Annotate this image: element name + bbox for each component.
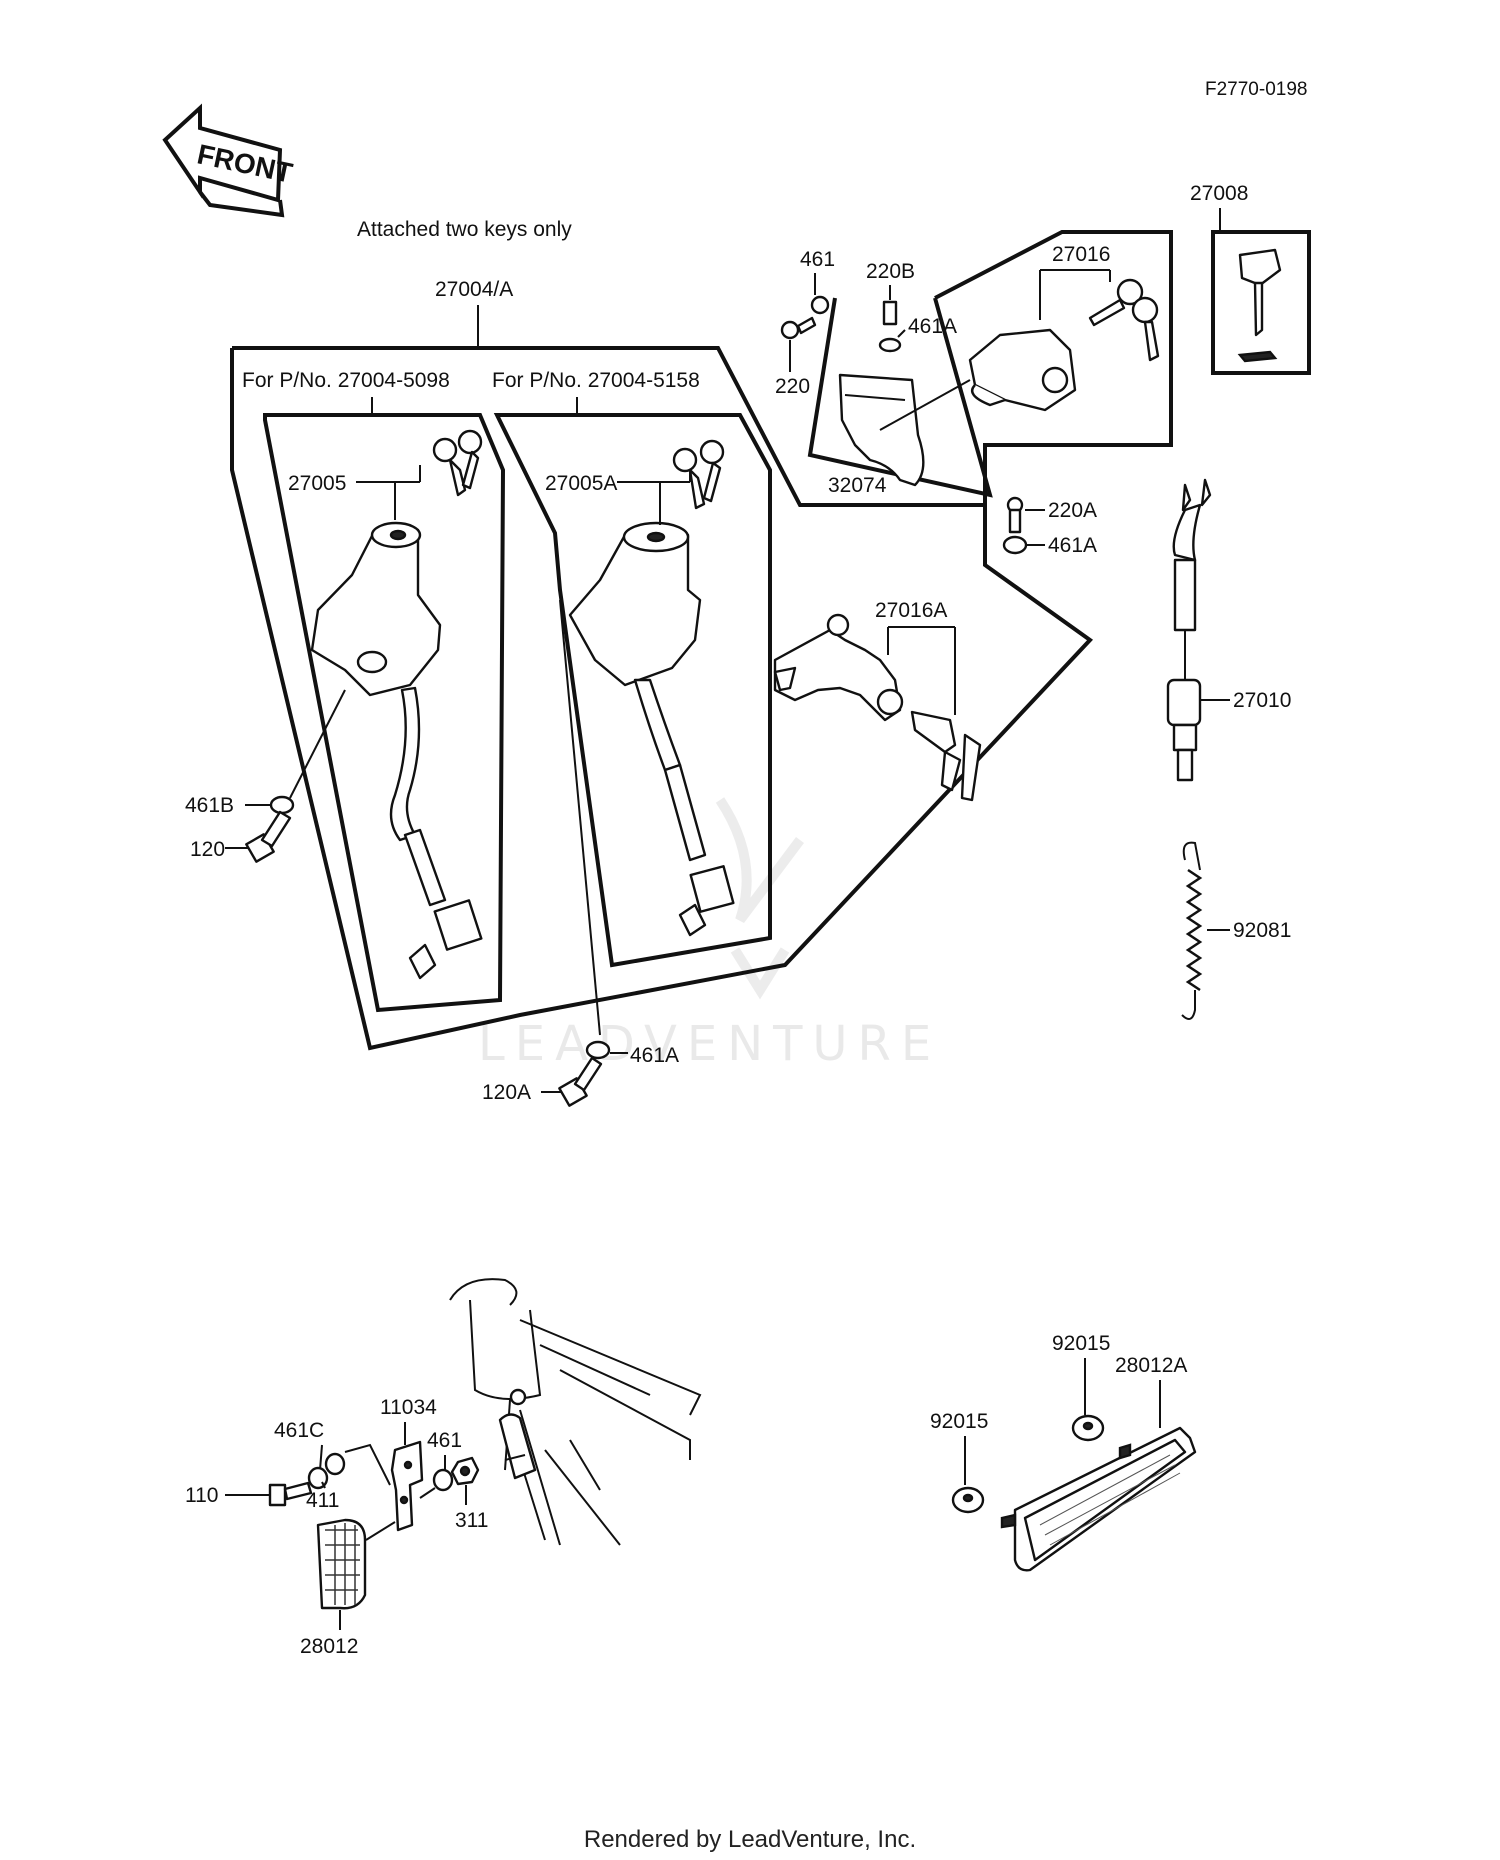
washer-461A-bottom [585,1040,611,1060]
bolt-120A [558,1056,603,1107]
label-110: 110 [185,1484,218,1507]
group-main-label: 27004/A [435,278,513,301]
label-27010: 27010 [1233,689,1291,712]
label-461A-mid: 461A [1048,534,1097,557]
label-120A: 120A [482,1081,531,1104]
screw-220B [882,300,898,326]
label-311: 311 [455,1509,488,1532]
watermark-logo [715,797,805,1000]
group-outline-right [493,413,772,968]
bolt-110 [268,1481,313,1507]
frame-drawing [449,1278,702,1546]
label-461C: 461C [274,1419,324,1442]
key-27008-icon [1237,248,1282,363]
label-27005: 27005 [288,472,346,495]
label-27005A: 27005A [545,472,617,495]
sub-left-label: For P/No. 27004-5098 [242,369,450,392]
sub-right-label: For P/No. 27004-5158 [492,369,700,392]
label-32074: 32074 [828,474,887,497]
label-461A-bottom: 461A [630,1044,679,1067]
keys-27005A-icon [672,439,725,510]
label-27008: 27008 [1190,182,1248,205]
switch-27010 [1166,478,1212,782]
washer-461A-mid [1002,535,1028,555]
label-120: 120 [190,838,225,861]
label-92081: 92081 [1233,919,1291,942]
nut-92015-a [1071,1414,1105,1442]
bolt-120 [245,810,292,863]
ignition-switch-27005 [310,521,483,980]
washer-461-top [810,295,830,315]
watermark-text: LEADVENTURE [478,1016,941,1072]
label-11034: 11034 [380,1396,437,1419]
note-attached-keys: Attached two keys only [357,218,572,241]
reflector-28012 [316,1518,367,1610]
ignition-switch-27005A [568,521,735,937]
bolt-220 [780,316,817,340]
label-92015-b: 92015 [930,1410,988,1433]
label-411: 411 [306,1489,339,1512]
nut-92015-b [951,1486,985,1514]
washer-461B [269,795,295,815]
label-461-top: 461 [800,248,835,271]
bracket-11034 [390,1440,424,1532]
washer-461A-top [878,337,902,353]
label-220: 220 [775,375,810,398]
label-27016: 27016 [1052,243,1110,266]
washer-461-bottom [432,1468,454,1492]
diagram-code: F2770-0198 [1205,79,1307,100]
reflector-28012A [1000,1426,1197,1572]
keys-27005-icon [432,429,483,497]
group-outline-left [263,413,506,1013]
keys-27016A-icon [910,710,982,802]
front-arrow-icon [162,103,285,218]
spring-92081 [1181,841,1203,1020]
label-27016A: 27016A [875,599,947,622]
keys-27016-icon [1088,278,1160,362]
label-220B: 220B [866,260,915,283]
washer-411 [324,1452,346,1476]
footer-credit: Rendered by LeadVenture, Inc. [583,1826,917,1853]
lock-27016A [773,613,904,722]
label-461-bottom: 461 [427,1429,462,1452]
label-461A-top: 461A [908,315,957,338]
label-28012: 28012 [300,1635,358,1658]
group-outline-main [232,230,1173,507]
label-28012A: 28012A [1115,1354,1187,1377]
screw-220A [1006,496,1024,534]
group-outline-27008 [1211,230,1311,375]
label-220A: 220A [1048,499,1097,522]
label-92015-a: 92015 [1052,1332,1110,1355]
lock-27016 [968,328,1077,412]
nut-311 [450,1456,480,1486]
label-461B: 461B [185,794,234,817]
